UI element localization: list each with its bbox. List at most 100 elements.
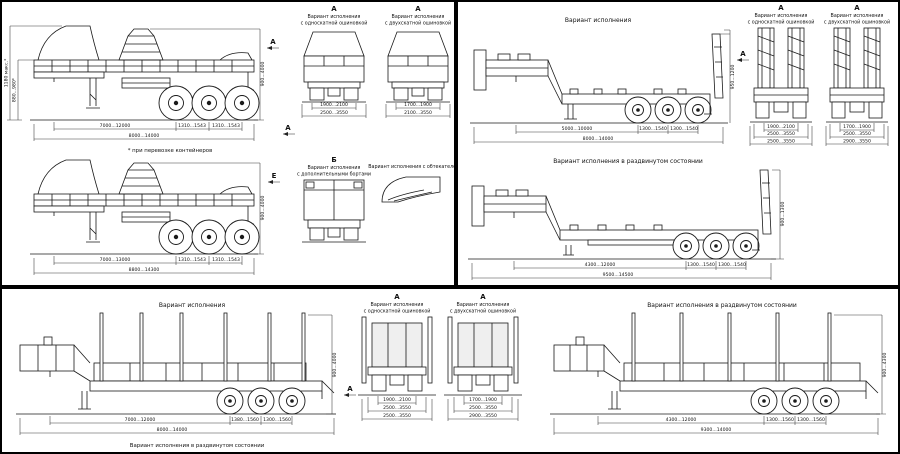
dim-label: 2500...3550 <box>320 110 348 116</box>
section-mark: А <box>285 124 291 132</box>
view-title: Вариант исполнения в раздвинутом состоян… <box>647 302 797 309</box>
timber-extended-side-view <box>550 312 880 415</box>
dim-label: 2500...3550 <box>469 405 497 411</box>
rear-view-title: с двухскатной ошиновкой <box>824 19 890 26</box>
rear-view-title: с дополнительными бортами <box>297 172 371 178</box>
view-title: Вариант исполнения <box>159 302 226 309</box>
rear-view-ramps-single: А Вариант исполнения с односкатной ошино… <box>748 4 815 146</box>
dim-label: 1380...1560 <box>231 417 259 423</box>
dim-label: 900...4000 <box>332 353 338 378</box>
timber-side-view <box>16 312 336 415</box>
dim-label: 7000...12000 <box>125 417 156 423</box>
rear-view-extra-boards: Б Вариант исполнения с дополнительными б… <box>297 156 371 243</box>
rear-view-title: с односкатной ошиновкой <box>301 20 368 27</box>
dim-label: 2900...3550 <box>843 139 871 145</box>
view-title: Вариант исполнения <box>565 17 632 24</box>
dim-label: 2500...3550 <box>383 405 411 411</box>
section-mark: А <box>394 293 400 301</box>
lowbed-extended-side-view <box>468 169 776 260</box>
rear-view-title: Вариант исполнения <box>831 13 884 19</box>
section-mark: А <box>347 385 353 393</box>
dim-label: 7000...12000 <box>100 123 131 129</box>
dim-label: 1310...1543 <box>212 257 240 263</box>
dim-label: 9500...14500 <box>603 272 634 278</box>
dim-label: 1300...1560 <box>797 417 825 423</box>
rear-view-title: Вариант исполнения <box>392 14 445 20</box>
dim-label: 2500...3550 <box>767 131 795 137</box>
dim-label: 9300...14000 <box>701 427 732 433</box>
dim-label: 1300...1540 <box>639 126 667 132</box>
lowbed-side-view <box>470 33 728 124</box>
sketch-title: Вариант исполнения с обтекателем <box>368 164 454 170</box>
rear-view-title: с двухскатной ошиновкой <box>450 308 516 315</box>
dim-label: 8800...14300 <box>129 267 160 273</box>
section-mark: А <box>854 4 860 12</box>
dim-label: 1300...1560 <box>766 417 794 423</box>
dim-label: 2500...3550 <box>383 413 411 419</box>
dim-label: 1310...1543 <box>212 123 240 129</box>
section-mark: А <box>415 5 421 13</box>
caption: Вариант исполнения в раздвинутом состоян… <box>130 443 265 449</box>
dim-label: 8000...14000 <box>157 427 188 433</box>
section-mark: А <box>480 293 486 301</box>
rear-view-title: с двухскатной ошиновкой <box>385 20 451 27</box>
section-mark: А <box>331 5 337 13</box>
panel-timber-trailer: Вариант исполнения <box>0 287 900 454</box>
panel-lowbed-trailer: Вариант исполнения <box>456 0 900 287</box>
dim-label: 1700...1900 <box>469 397 497 403</box>
dim-label: 900...4300 <box>882 353 888 378</box>
rear-view-stakes-single: А Вариант исполнения с односкатной ошино… <box>357 293 437 421</box>
dim-label: 1180 макс.* <box>4 58 10 87</box>
dim-label: 1900...2100 <box>383 397 411 403</box>
dim-label: 880...980* <box>12 77 18 102</box>
dim-label: 900...1300 <box>780 202 786 227</box>
dim-label: 900...4000 <box>260 62 266 87</box>
rear-view-title: с односкатной ошиновкой <box>748 19 815 26</box>
dim-label: 2100...3550 <box>404 110 432 116</box>
section-mark: А <box>778 4 784 12</box>
flatbed-side-view-1: 1180 макс.* 880...980* 900...4000 А 7000… <box>4 26 279 141</box>
dim-label: 1900...2100 <box>767 124 795 130</box>
lowbed-drawing: Вариант исполнения <box>468 4 890 280</box>
dim-label: 8000...14000 <box>583 136 614 142</box>
dim-label: 7000...13000 <box>100 257 131 263</box>
dim-label: 8000...14000 <box>129 133 160 139</box>
fairing-sketch: Вариант исполнения с обтекателем <box>368 164 454 203</box>
flatbed-side-view-2: 900...4000 Е 7000...13000 1310...1543 13… <box>30 160 280 275</box>
rear-view-title: Вариант исполнения <box>308 165 361 171</box>
dim-label: 950...1200 <box>730 65 736 90</box>
rear-view-stakes-dual: А Вариант исполнения с двухскатной ошино… <box>443 293 523 421</box>
dim-label: 1700...1900 <box>404 102 432 108</box>
dim-label: 4300...12000 <box>666 417 697 423</box>
rear-view-single-tyres: А Вариант исполнения с односкатной ошино… <box>301 5 368 118</box>
dim-label: 1300...1540 <box>670 126 698 132</box>
timber-drawing: Вариант исполнения <box>16 293 888 449</box>
rear-view-title: Вариант исполнения <box>308 14 361 20</box>
view-title: Вариант исполнения в раздвинутом состоян… <box>553 158 703 165</box>
dim-label: 4300...12000 <box>585 262 616 268</box>
dim-label: 2500...3550 <box>767 139 795 145</box>
dim-label: 1300...1560 <box>263 417 291 423</box>
dim-label: 1900...2100 <box>320 102 348 108</box>
section-mark: Б <box>331 156 336 164</box>
panel-flatbed-trailer: 1180 макс.* 880...980* 900...4000 А 7000… <box>0 0 456 287</box>
rear-view-title: Вариант исполнения <box>371 302 424 308</box>
flatbed-drawing: 1180 макс.* 880...980* 900...4000 А 7000… <box>4 5 454 275</box>
rear-view-title: с односкатной ошиновкой <box>364 308 431 315</box>
rear-view-title: Вариант исполнения <box>457 302 510 308</box>
dim-label: 1310...1543 <box>178 123 206 129</box>
dim-label: 1700...1900 <box>843 124 871 130</box>
footnote: * при перевозке контейнеров <box>128 147 213 154</box>
rear-view-dual-tyres: А Вариант исполнения с двухскатной ошино… <box>385 5 451 118</box>
rear-view-title: Вариант исполнения <box>755 13 808 19</box>
dim-label: 900...4000 <box>260 196 266 221</box>
dim-label: 1310...1543 <box>178 257 206 263</box>
dim-label: 5000...10000 <box>562 126 593 132</box>
dim-label: 2900...3550 <box>469 413 497 419</box>
section-mark: А <box>740 50 746 58</box>
dim-label: 1300...1540 <box>687 262 715 268</box>
section-mark: Е <box>272 172 277 180</box>
rear-view-ramps-dual: А Вариант исполнения с двухскатной ошино… <box>824 4 890 146</box>
dim-label: 1300...1540 <box>718 262 746 268</box>
